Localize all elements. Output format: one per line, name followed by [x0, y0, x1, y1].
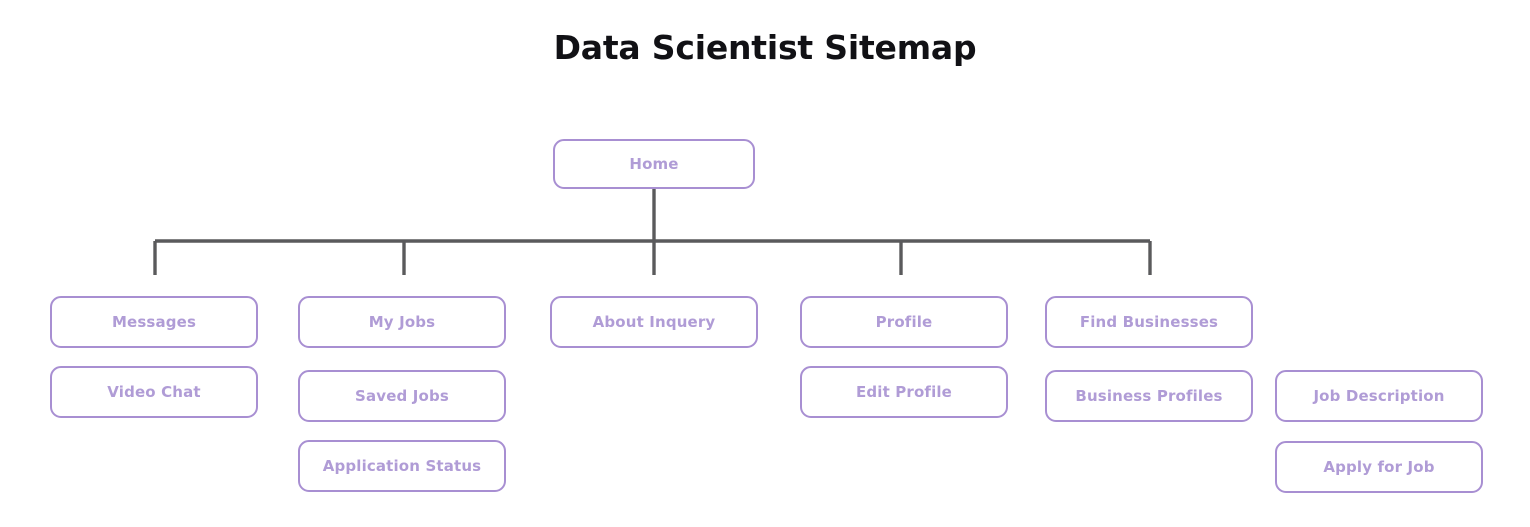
sitemap-node-find-businesses[interactable]: Find Businesses	[1045, 296, 1253, 348]
sitemap-node-job-description[interactable]: Job Description	[1275, 370, 1483, 422]
node-label: About Inquery	[592, 312, 716, 331]
sitemap-node-business-profiles[interactable]: Business Profiles	[1045, 370, 1253, 422]
sitemap-node-saved-jobs[interactable]: Saved Jobs	[298, 370, 506, 422]
node-label: Saved Jobs	[355, 386, 449, 405]
node-label: Video Chat	[107, 382, 201, 401]
node-label: Profile	[875, 312, 933, 331]
node-label: My Jobs	[368, 312, 436, 331]
page-title: Data Scientist Sitemap	[553, 28, 977, 67]
node-label: Application Status	[322, 456, 482, 475]
node-label: Home	[629, 154, 679, 173]
node-label: Job Description	[1313, 386, 1445, 405]
sitemap-node-my-jobs[interactable]: My Jobs	[298, 296, 506, 348]
sitemap-node-messages[interactable]: Messages	[50, 296, 258, 348]
sitemap-node-apply-for-job[interactable]: Apply for Job	[1275, 441, 1483, 493]
sitemap-node-about-inquery[interactable]: About Inquery	[550, 296, 758, 348]
sitemap-node-edit-profile[interactable]: Edit Profile	[800, 366, 1008, 418]
node-label: Edit Profile	[856, 382, 952, 401]
node-label: Apply for Job	[1323, 457, 1435, 476]
node-label: Business Profiles	[1075, 386, 1223, 405]
node-label: Find Businesses	[1079, 312, 1219, 331]
sitemap-node-home[interactable]: Home	[553, 139, 755, 189]
sitemap-node-application-status[interactable]: Application Status	[298, 440, 506, 492]
sitemap-node-profile[interactable]: Profile	[800, 296, 1008, 348]
node-label: Messages	[111, 312, 197, 331]
sitemap-node-video-chat[interactable]: Video Chat	[50, 366, 258, 418]
